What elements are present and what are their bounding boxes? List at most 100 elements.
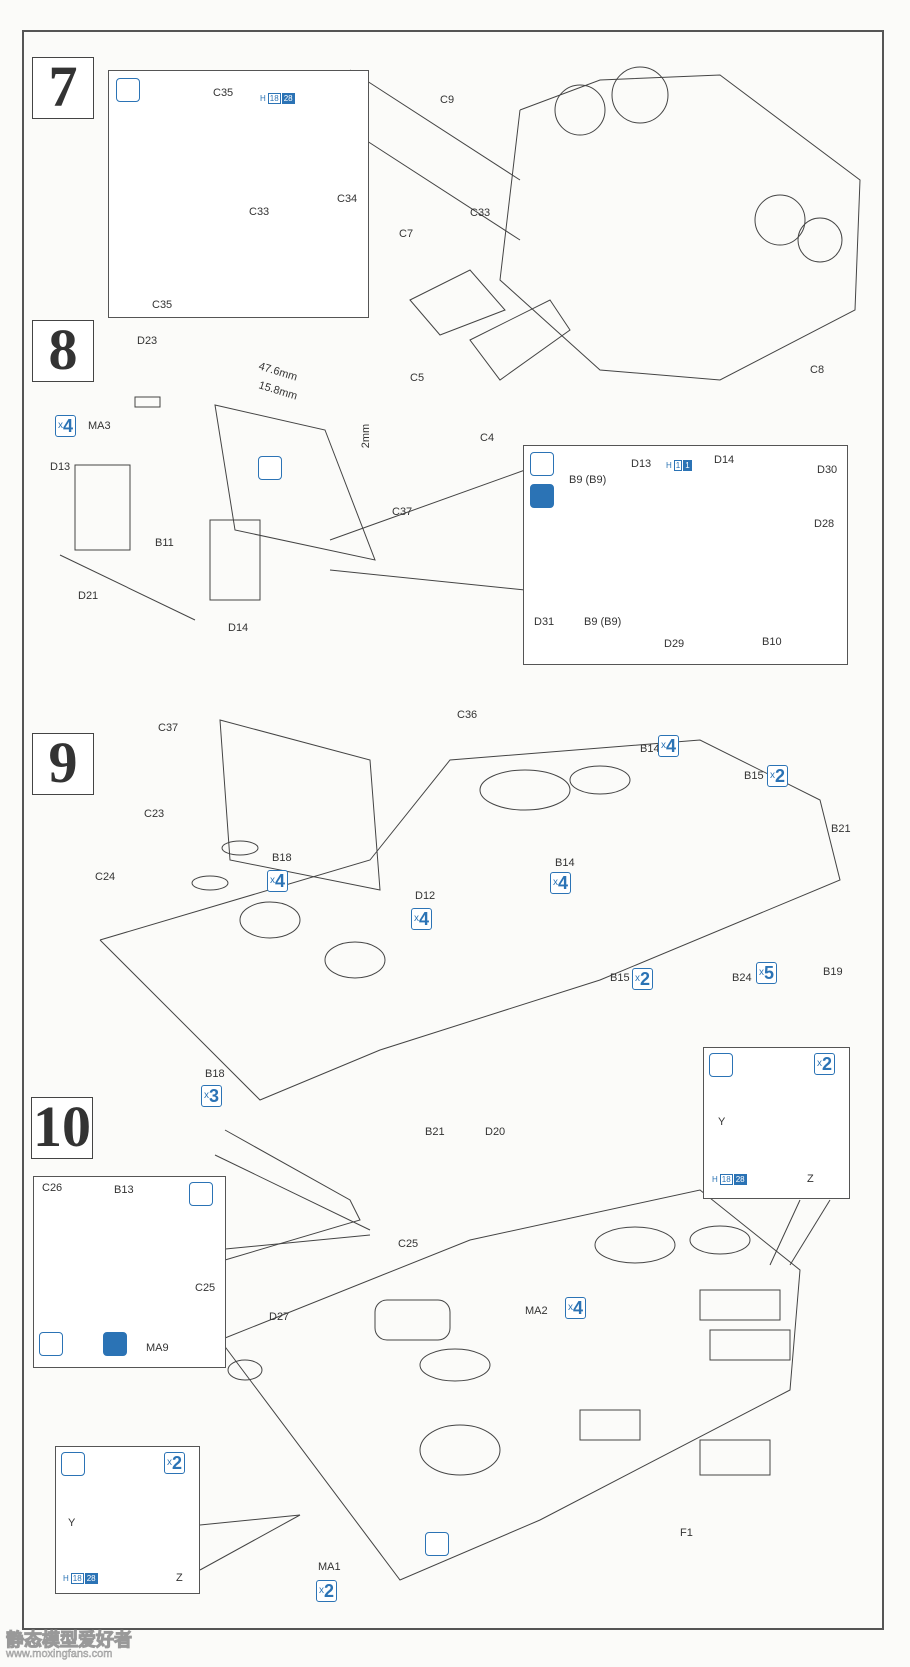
paint-code: 1 bbox=[683, 460, 692, 471]
part-label: D12 bbox=[415, 890, 436, 902]
part-label: C34 bbox=[337, 193, 358, 205]
step-number-9: 9 bbox=[32, 733, 94, 795]
paint-prefix: H bbox=[63, 1574, 69, 1583]
part-label: F1 bbox=[680, 1527, 693, 1539]
part-label: C24 bbox=[95, 871, 116, 883]
part-label: C36 bbox=[457, 709, 478, 721]
part-label: C33 bbox=[470, 207, 491, 219]
qty-prefix: x bbox=[58, 420, 63, 431]
part-label: MA9 bbox=[146, 1342, 169, 1354]
paint-icon bbox=[39, 1332, 63, 1356]
part-c25 bbox=[374, 1299, 451, 1341]
road-wheel bbox=[554, 84, 606, 136]
paint-code: 28 bbox=[84, 1573, 98, 1584]
part-label: C7 bbox=[399, 228, 414, 240]
part-c5-sketch bbox=[409, 269, 506, 336]
qty-value: 4 bbox=[666, 736, 677, 756]
dimension-label: 2mm bbox=[360, 423, 373, 449]
qty-value: 2 bbox=[640, 969, 651, 989]
qty-prefix: x bbox=[635, 973, 640, 984]
part-c37-plate-step9 bbox=[219, 719, 381, 891]
part-label: MA3 bbox=[88, 420, 111, 432]
quantity-badge: x2 bbox=[164, 1452, 186, 1474]
quantity-badge: x4 bbox=[55, 415, 77, 437]
paint-code: 18 bbox=[70, 1573, 84, 1584]
part-label: B24 bbox=[732, 972, 752, 984]
part-label: C25 bbox=[195, 1282, 216, 1294]
spare-track-links bbox=[579, 1409, 641, 1441]
part-label: C33 bbox=[249, 206, 270, 218]
qty-prefix: x bbox=[270, 875, 275, 886]
part-label: B13 bbox=[114, 1184, 134, 1196]
part-label: C8 bbox=[810, 364, 825, 376]
paint-code: 18 bbox=[267, 93, 281, 104]
cement-drop-icon bbox=[258, 456, 282, 480]
qty-value: 4 bbox=[275, 871, 286, 891]
part-label: D30 bbox=[817, 464, 838, 476]
quantity-badge: x4 bbox=[658, 735, 680, 757]
part-label: B9 (B9) bbox=[569, 474, 607, 486]
qty-value: 2 bbox=[172, 1453, 183, 1473]
part-label: D13 bbox=[631, 458, 652, 470]
qty-prefix: x bbox=[817, 1058, 822, 1069]
road-wheel bbox=[611, 66, 669, 124]
quantity-badge: x4 bbox=[565, 1297, 587, 1319]
qty-value: 2 bbox=[324, 1581, 335, 1601]
part-label: C25 bbox=[398, 1238, 419, 1250]
part-label: B18 bbox=[205, 1068, 225, 1080]
part-label: C5 bbox=[410, 372, 425, 384]
page-frame bbox=[22, 30, 884, 1630]
part-label: MA2 bbox=[525, 1305, 548, 1317]
paint-prefix: H bbox=[666, 461, 672, 470]
qty-value: 4 bbox=[558, 873, 569, 893]
qty-prefix: x bbox=[661, 740, 666, 751]
part-label: D23 bbox=[137, 335, 158, 347]
paint-prefix: H bbox=[712, 1175, 718, 1184]
paint-code: 28 bbox=[281, 93, 295, 104]
qty-prefix: x bbox=[319, 1585, 324, 1596]
part-d23 bbox=[134, 396, 161, 408]
part-label: C35 bbox=[152, 299, 173, 311]
track-label: Z bbox=[176, 1572, 183, 1584]
qty-prefix: x bbox=[553, 877, 558, 888]
part-label: B9 (B9) bbox=[584, 616, 622, 628]
paint-icon bbox=[61, 1452, 85, 1476]
step-number-10: 10 bbox=[31, 1094, 93, 1159]
road-wheel bbox=[797, 217, 843, 263]
part-c4-sketch bbox=[469, 299, 571, 381]
part-c37-plate bbox=[214, 404, 376, 561]
part-label: C23 bbox=[144, 808, 165, 820]
watermark-text: 静态模型爱好者 bbox=[6, 1630, 133, 1651]
part-f1 bbox=[699, 1439, 771, 1476]
quantity-badge: x3 bbox=[201, 1085, 223, 1107]
part-d14 bbox=[209, 519, 261, 601]
part-label: C9 bbox=[440, 94, 455, 106]
part-label: D14 bbox=[714, 454, 735, 466]
paint-icon bbox=[116, 78, 140, 102]
qty-value: 2 bbox=[822, 1054, 833, 1074]
paint-code: 28 bbox=[733, 1174, 747, 1185]
paint-icon bbox=[189, 1182, 213, 1206]
track-label: Y bbox=[718, 1116, 726, 1128]
track-label: Y bbox=[68, 1517, 76, 1529]
part-label: B15 bbox=[744, 770, 764, 782]
track-label: Z bbox=[807, 1173, 814, 1185]
step-number-7: 7 bbox=[32, 57, 94, 119]
qty-value: 5 bbox=[764, 963, 775, 983]
part-label: B18 bbox=[272, 852, 292, 864]
paint-prefix: H bbox=[260, 94, 266, 103]
part-label: D29 bbox=[664, 638, 685, 650]
quantity-badge: x2 bbox=[632, 968, 654, 990]
quantity-badge: x5 bbox=[756, 962, 778, 984]
qty-prefix: x bbox=[770, 770, 775, 781]
part-d21 bbox=[59, 554, 196, 621]
part-label: D27 bbox=[269, 1311, 290, 1323]
part-label: D20 bbox=[485, 1126, 506, 1138]
